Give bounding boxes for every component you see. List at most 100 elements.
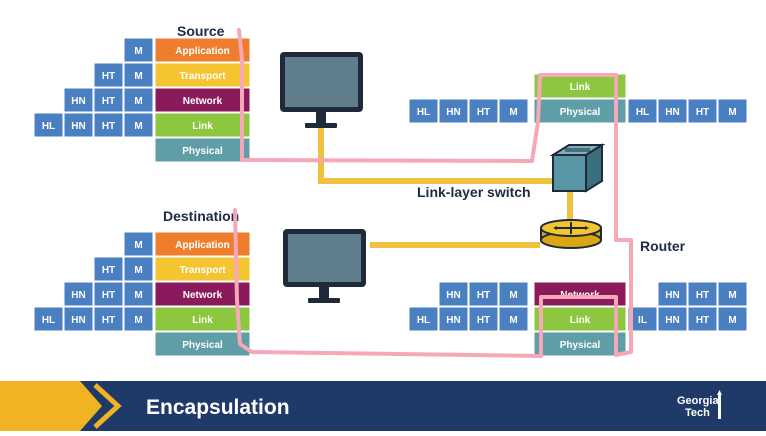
source-computer-icon (280, 52, 363, 128)
source-header-m-label: M (134, 71, 142, 82)
destination-header-hn-label: HN (71, 315, 85, 326)
source-header-m-label: M (134, 96, 142, 107)
switch-out-header-m: M (717, 98, 748, 124)
destination-header-ht: HT (93, 256, 124, 282)
switch-label: Link-layer switch (417, 184, 531, 200)
source-header-hl: HL (33, 112, 64, 138)
source-to-switch-cable (318, 128, 555, 184)
destination-header-ht-label: HT (102, 290, 115, 301)
destination-layer-transport: Transport (154, 256, 251, 282)
source-header-ht-label: HT (102, 96, 115, 107)
switch-layer-physical: Physical (533, 98, 627, 124)
source-layer-transport-label: Transport (179, 71, 226, 82)
destination-header-hl-label: HL (42, 315, 55, 326)
destination-layer-application-label: Application (175, 240, 229, 251)
source-layer-link-label: Link (192, 121, 213, 132)
source-header-m: M (123, 112, 154, 138)
source-header-hn: HN (63, 87, 94, 113)
router-in-header-ht-label: HT (477, 290, 490, 301)
source-layer-link: Link (154, 112, 251, 138)
router-out-header-m-label: M (728, 290, 736, 301)
destination-layer-network: Network (154, 281, 251, 307)
destination-header-hl: HL (33, 306, 64, 332)
destination-label: Destination (163, 208, 239, 224)
switch-out-header-hn-label: HN (665, 107, 679, 118)
destination-header-hn: HN (63, 281, 94, 307)
source-header-ht: HT (93, 62, 124, 88)
switch-in-header-m-label: M (509, 107, 517, 118)
router-in-header-m-label: M (509, 315, 517, 326)
switch-out-header-hl-label: HL (636, 107, 649, 118)
destination-layer-transport-label: Transport (179, 265, 226, 276)
source-layer-network-label: Network (183, 96, 223, 107)
router-out-header-ht: HT (687, 281, 718, 307)
router-icon (540, 219, 602, 249)
router-out-header-ht: HT (687, 306, 718, 332)
router-in-header-ht: HT (468, 281, 499, 307)
footer-accent-block (0, 381, 102, 431)
destination-header-ht-label: HT (102, 265, 115, 276)
switch-in-header-hn-label: HN (446, 107, 460, 118)
source-header-hn: HN (63, 112, 94, 138)
link-layer-switch-icon (549, 143, 606, 193)
destination-computer-icon (283, 229, 366, 303)
source-header-m: M (123, 87, 154, 113)
router-in-header-hl: HL (408, 306, 439, 332)
destination-header-hn: HN (63, 306, 94, 332)
router-out-header-hn: HN (657, 281, 688, 307)
router-out-header-m: M (717, 281, 748, 307)
switch-out-header-m-label: M (728, 107, 736, 118)
router-in-header-ht-label: HT (477, 315, 490, 326)
source-header-hn-label: HN (71, 121, 85, 132)
destination-layer-link-label: Link (192, 315, 213, 326)
router-out-header-ht-label: HT (696, 315, 709, 326)
source-label: Source (177, 23, 225, 39)
router-in-header-hn-label: HN (446, 315, 460, 326)
router-in-header-hl-label: HL (417, 315, 430, 326)
destination-header-ht: HT (93, 306, 124, 332)
switch-in-header-ht: HT (468, 98, 499, 124)
destination-layer-link: Link (154, 306, 251, 332)
destination-header-m-label: M (134, 315, 142, 326)
packet-path (233, 28, 633, 358)
footer-bar: Encapsulation Georgia Tech (0, 381, 766, 431)
switch-in-header-hl-label: HL (417, 107, 430, 118)
source-header-ht-label: HT (102, 71, 115, 82)
router-layer-physical: Physical (533, 331, 627, 357)
slide-title: Encapsulation (146, 396, 290, 419)
switch-layer-link: Link (533, 73, 627, 99)
destination-header-m: M (123, 281, 154, 307)
source-header-hl-label: HL (42, 121, 55, 132)
router-out-header-m-label: M (728, 315, 736, 326)
router-out-header-hn-label: HN (665, 290, 679, 301)
switch-in-header-hn: HN (438, 98, 469, 124)
destination-header-hn-label: HN (71, 290, 85, 301)
destination-header-ht: HT (93, 281, 124, 307)
router-out-header-m: M (717, 306, 748, 332)
switch-layer-link-label: Link (570, 82, 591, 93)
switch-in-header-m: M (498, 98, 529, 124)
destination-header-ht-label: HT (102, 315, 115, 326)
destination-header-m-label: M (134, 290, 142, 301)
source-header-ht: HT (93, 112, 124, 138)
destination-layer-physical: Physical (154, 331, 251, 357)
svg-text:Tech: Tech (685, 407, 710, 419)
router-layer-physical-label: Physical (560, 340, 601, 351)
router-in-header-hn: HN (438, 281, 469, 307)
router-in-header-m: M (498, 306, 529, 332)
protocol-stacks: ApplicationTransportNetworkLinkPhysicalM… (33, 37, 748, 357)
source-header-m: M (123, 37, 154, 63)
destination-header-m: M (123, 231, 154, 257)
source-header-ht: HT (93, 87, 124, 113)
router-in-header-ht: HT (468, 306, 499, 332)
destination-header-m: M (123, 256, 154, 282)
svg-text:Georgia: Georgia (677, 395, 719, 407)
switch-out-header-ht-label: HT (696, 107, 709, 118)
router-in-header-hn-label: HN (446, 290, 460, 301)
network-cables (318, 128, 573, 248)
source-layer-application: Application (154, 37, 251, 63)
router-out-header-router_cut_hl-label: IL (638, 315, 647, 326)
router-out-header-hn: HN (657, 306, 688, 332)
